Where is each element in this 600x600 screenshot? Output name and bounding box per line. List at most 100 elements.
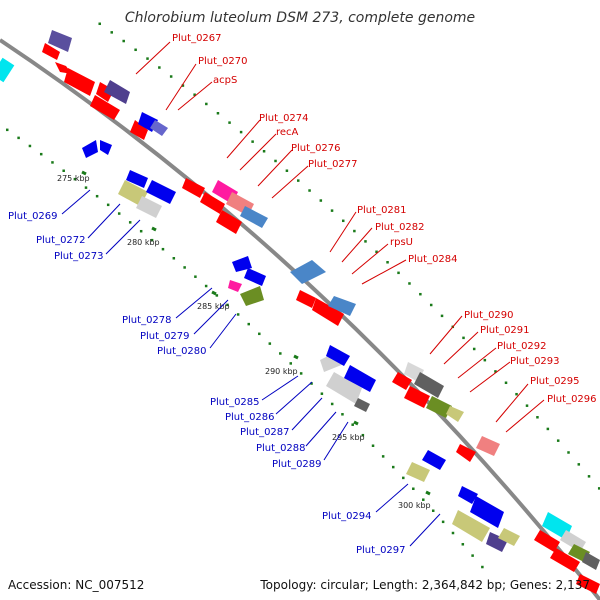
gene-label: Plut_0293 (510, 356, 560, 367)
gene-label: Plut_0273 (54, 251, 104, 262)
gene-label: Plut_0288 (256, 443, 306, 454)
guide-dot (397, 271, 400, 275)
kbp-markers: 275 kbp 280 kbp 285 kbp 290 kbp 295 kbp … (57, 170, 431, 510)
guide-dot (341, 413, 344, 416)
guide-dot (320, 392, 324, 395)
guide-dot (587, 475, 591, 478)
guide-dot (73, 177, 77, 181)
guide-dot (106, 203, 110, 207)
gene-label: Plut_0280 (157, 346, 207, 357)
guide-dot (62, 169, 65, 172)
gene-label: Plut_0274 (259, 113, 309, 124)
guide-dot (422, 498, 425, 501)
guide-dot (364, 240, 367, 243)
guide-dot (239, 130, 243, 134)
guide-dot (236, 313, 240, 316)
gene-label: Plut_0276 (291, 143, 341, 154)
guide-dot (402, 476, 405, 480)
guide-dot (181, 84, 185, 87)
gene-label: acpS (213, 75, 237, 86)
guide-dot (419, 292, 422, 296)
genome-summary: Topology: circular; Length: 2,364,842 bp… (260, 578, 590, 592)
guide-dot (289, 362, 293, 365)
guide-dot (375, 250, 378, 254)
guide-dot (150, 238, 154, 242)
guide-dot (84, 186, 88, 189)
guide-dot (205, 102, 208, 106)
guide-dot (515, 392, 518, 396)
guide-dot (279, 352, 282, 355)
guide-dot (504, 381, 508, 385)
guide-dot (351, 423, 354, 426)
kbp-label: 285 kbp (197, 302, 230, 311)
guide-dot (262, 150, 266, 153)
guide-dot (204, 284, 208, 288)
guide-dot (146, 57, 149, 60)
gene-label: Plut_0296 (547, 394, 597, 405)
guide-dot (51, 161, 54, 164)
guide-dot (461, 543, 465, 546)
forward-gene-labels: Plut_0267 Plut_0270 acpS Plut_0274 recA … (135, 33, 597, 433)
guide-dot (274, 159, 277, 163)
guide-dot (98, 22, 101, 26)
guide-dot (172, 257, 176, 260)
guide-dot (122, 39, 125, 43)
gene-label: Plut_0269 (8, 211, 58, 222)
gene-label: Plut_0297 (356, 545, 406, 556)
guide-dot (481, 565, 484, 569)
guide-dot (268, 342, 272, 345)
guide-dot (228, 121, 231, 124)
guide-dot (251, 140, 254, 143)
guide-dot (330, 402, 334, 406)
guide-dot (169, 75, 173, 78)
guide-dot (412, 487, 415, 491)
guide-dot (494, 370, 497, 373)
guide-dot (110, 31, 113, 34)
gene-label: Plut_0278 (122, 315, 172, 326)
guide-dot (28, 144, 32, 148)
guide-dot (308, 189, 311, 192)
guide-dot (258, 332, 261, 336)
guide-dot (361, 433, 365, 437)
gene-label: Plut_0281 (357, 205, 407, 216)
guide-dot (471, 554, 474, 557)
guide-dot (462, 336, 465, 340)
guide-dot (483, 358, 487, 362)
guide-dot (17, 136, 20, 140)
kbp-label: 280 kbp (127, 238, 160, 247)
gene-label: Plut_0286 (225, 412, 275, 423)
guide-dot (381, 455, 385, 458)
guide-dot (215, 294, 219, 297)
kbp-label: 275 kbp (57, 174, 90, 183)
guide-dot (472, 347, 476, 351)
guide-dot (371, 444, 375, 447)
guide-dot (391, 465, 395, 469)
gene-label: recA (276, 127, 299, 138)
guide-dot (310, 382, 313, 385)
gene-label: Plut_0267 (172, 33, 222, 44)
guide-dot (319, 199, 323, 202)
guide-dot (226, 303, 229, 307)
guide-dot (556, 439, 560, 442)
gene-label: Plut_0294 (322, 511, 372, 522)
gene-label: Plut_0291 (480, 325, 530, 336)
gene-label: Plut_0279 (140, 331, 190, 342)
guide-dot (134, 48, 137, 52)
gene-label: Plut_0289 (272, 459, 322, 470)
gene-label: Plut_0277 (308, 159, 358, 170)
guide-dot (247, 322, 250, 326)
guide-dot (95, 194, 99, 198)
dotted-guide-lines (5, 22, 600, 569)
guide-dot (128, 221, 132, 224)
guide-dot (158, 66, 161, 69)
guide-dot (299, 372, 303, 375)
guide-dot (341, 219, 345, 223)
guide-dot (546, 427, 550, 431)
guide-dot (577, 463, 581, 466)
guide-dot (139, 229, 143, 233)
guide-dot (597, 487, 600, 490)
gene-label: Plut_0285 (210, 397, 260, 408)
guide-dot (297, 179, 300, 182)
guide-dot (525, 404, 529, 407)
